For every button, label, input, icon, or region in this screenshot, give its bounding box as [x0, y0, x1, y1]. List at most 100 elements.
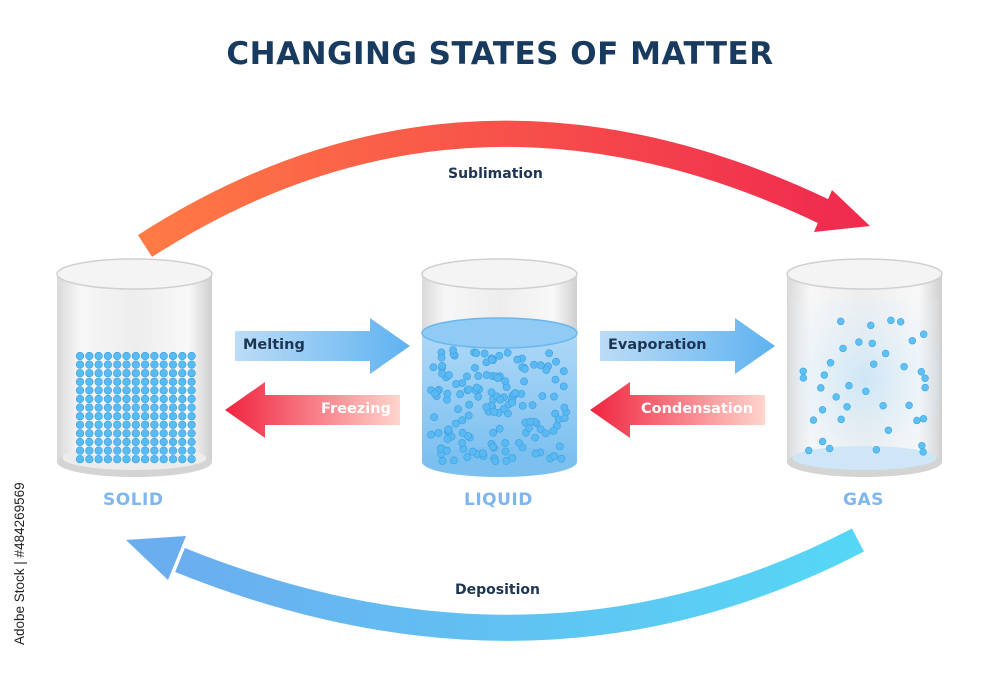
particle: [867, 321, 875, 330]
particle: [94, 412, 103, 421]
particle: [434, 429, 443, 437]
particle: [178, 412, 187, 421]
particle: [85, 403, 94, 412]
particle: [75, 351, 85, 361]
liquid-label: LIQUID: [464, 490, 533, 510]
particle: [443, 389, 452, 398]
particle: [187, 455, 196, 464]
particle: [528, 401, 537, 410]
liquid-particles: [427, 346, 571, 465]
particle: [113, 429, 122, 438]
particle: [187, 386, 196, 395]
particle: [872, 446, 881, 454]
particle: [855, 338, 863, 346]
particle: [839, 344, 847, 353]
particle: [487, 355, 496, 364]
particle: [471, 363, 479, 372]
particle: [113, 412, 122, 421]
particle: [141, 455, 150, 464]
particle: [103, 412, 112, 421]
particle: [141, 437, 150, 447]
particle: [826, 359, 835, 367]
particle: [187, 437, 196, 447]
particle: [438, 361, 447, 370]
particle: [85, 351, 94, 361]
particle: [491, 457, 500, 465]
particle: [187, 360, 196, 369]
particle: [489, 442, 497, 451]
particle: [465, 400, 474, 409]
particle: [168, 446, 178, 455]
particle: [799, 374, 808, 382]
particle: [900, 362, 908, 371]
particle: [168, 394, 178, 404]
particle: [113, 394, 122, 404]
particle: [187, 351, 196, 361]
particle: [94, 394, 103, 404]
particle: [85, 420, 94, 429]
deposition-label: Deposition: [455, 582, 540, 598]
particle: [515, 439, 523, 447]
freezing-arrow: [225, 382, 400, 438]
particle: [141, 403, 150, 412]
particle: [818, 406, 827, 414]
particle: [113, 360, 122, 369]
particle: [131, 420, 140, 429]
particle: [913, 416, 921, 425]
particle: [458, 439, 467, 447]
gas-container: [786, 258, 943, 477]
particle: [103, 455, 112, 464]
particle: [862, 387, 870, 396]
particle: [474, 392, 483, 401]
particle: [150, 403, 159, 412]
particle: [75, 394, 85, 404]
particle: [122, 437, 131, 447]
gas-label: GAS: [843, 490, 884, 510]
page-title: CHANGING STATES OF MATTER: [226, 36, 774, 72]
particle: [122, 360, 131, 369]
particle: [141, 386, 150, 395]
particle: [429, 363, 438, 372]
particle: [495, 424, 504, 433]
particle: [131, 455, 140, 464]
particle: [122, 369, 131, 378]
particle: [887, 316, 895, 325]
particle: [103, 360, 112, 369]
particle: [508, 398, 517, 407]
particle: [131, 437, 140, 447]
particle: [178, 455, 187, 464]
particle: [551, 375, 560, 384]
particle: [896, 318, 905, 326]
particle: [178, 437, 187, 447]
particle: [817, 384, 825, 392]
particle: [141, 369, 150, 378]
solid-particles: [75, 351, 196, 464]
particle: [131, 429, 140, 438]
particle: [103, 420, 112, 429]
particle: [531, 433, 539, 442]
particle: [85, 360, 94, 369]
particle: [103, 437, 112, 447]
particle: [187, 412, 196, 421]
particle: [131, 412, 140, 421]
particle: [837, 317, 845, 326]
particle: [141, 360, 150, 369]
particle: [908, 336, 917, 345]
particle: [818, 437, 827, 446]
particle: [499, 405, 508, 413]
particle: [832, 393, 840, 401]
particle: [551, 409, 560, 418]
particle: [150, 386, 159, 395]
particle: [113, 455, 122, 464]
particle: [870, 360, 878, 368]
particle: [501, 377, 510, 386]
particle: [187, 403, 196, 412]
particle: [187, 446, 196, 455]
particle: [168, 429, 178, 438]
particle: [150, 420, 159, 429]
particle: [159, 412, 168, 421]
particle: [168, 455, 178, 464]
particle: [501, 439, 510, 447]
particle: [131, 360, 140, 369]
particle: [560, 403, 569, 412]
